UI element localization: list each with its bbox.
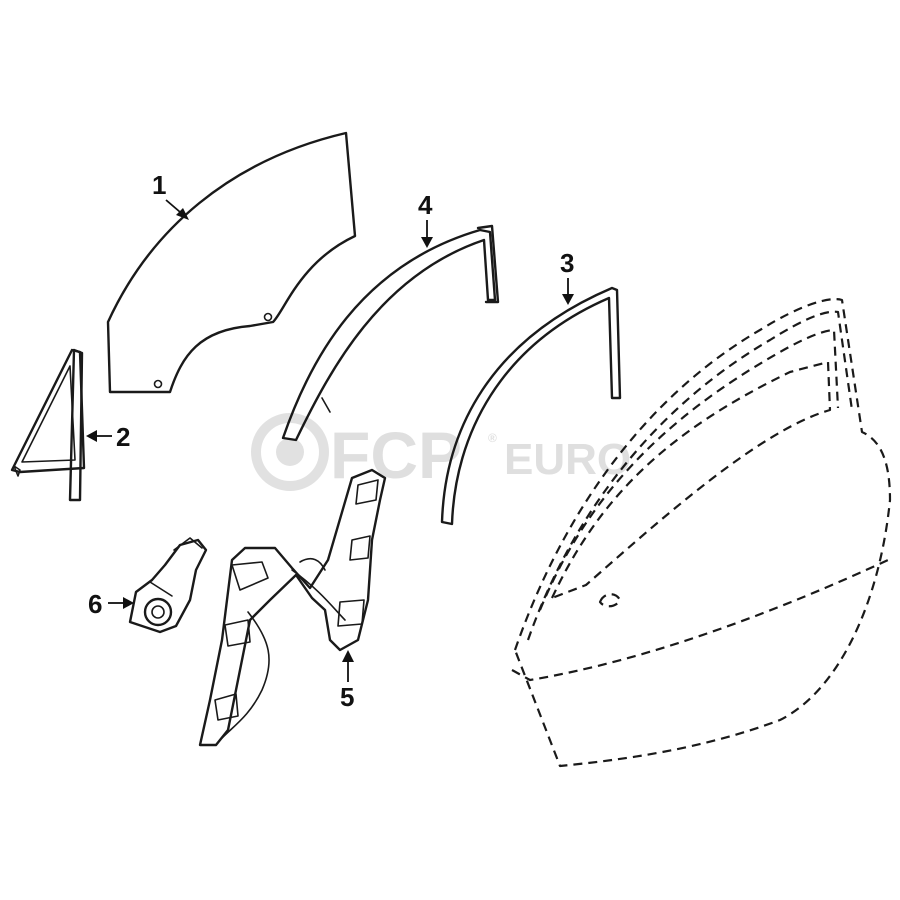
callout-label-4: 4: [418, 190, 433, 220]
callout-arrow-3: [562, 294, 574, 305]
callout-2: 2: [86, 422, 130, 452]
callout-arrow-1: [176, 208, 189, 220]
callout-5: 5: [340, 650, 354, 712]
callout-1: 1: [152, 170, 189, 220]
door-seal-part: [440, 286, 622, 526]
glass-run-channel-part: [281, 224, 500, 442]
quarter-glass-part: [10, 348, 86, 502]
callout-3: 3: [560, 248, 574, 305]
callout-leader-1: [165, 199, 181, 213]
callout-4: 4: [418, 190, 433, 248]
watermark-logo: FCP ® EURO: [251, 413, 631, 492]
callout-label-2: 2: [116, 422, 130, 452]
callout-arrow-5: [342, 650, 354, 662]
callout-arrow-2: [86, 430, 97, 442]
callout-label-1: 1: [152, 170, 166, 200]
watermark-registered-mark: ®: [488, 431, 497, 445]
callout-label-6: 6: [88, 589, 102, 619]
watermark-brand-suffix: EURO: [504, 435, 631, 484]
callout-6: 6: [88, 589, 134, 619]
door-glass-part: [106, 131, 357, 394]
watermark-brand-main: FCP: [330, 418, 462, 492]
callout-arrow-6: [123, 597, 134, 609]
window-motor-part: [128, 537, 208, 634]
callout-label-3: 3: [560, 248, 574, 278]
door-phantom-outline: [511, 298, 892, 768]
callout-arrow-4: [421, 237, 433, 248]
window-regulator-part: [198, 468, 387, 747]
callout-label-5: 5: [340, 682, 354, 712]
